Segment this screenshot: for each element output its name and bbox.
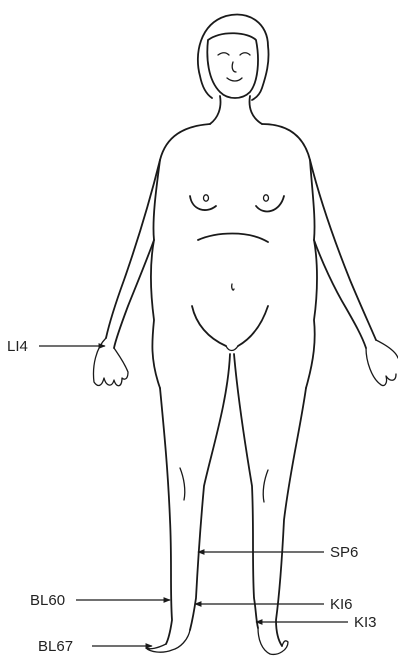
eyes — [218, 53, 250, 55]
mouth — [227, 78, 242, 81]
label-ki3: KI3 — [354, 614, 377, 631]
left-leg-inner — [190, 354, 230, 630]
groin — [226, 346, 238, 351]
right-leg-inner — [234, 354, 258, 628]
label-li4: LI4 — [7, 338, 28, 355]
label-bl60: BL60 — [30, 592, 65, 609]
right-knee — [263, 470, 268, 502]
acupoint-labels: LI4 SP6 BL60 KI6 KI3 BL67 — [7, 338, 377, 655]
left-knee — [180, 468, 185, 500]
right-nipple — [264, 195, 269, 201]
right-arm — [310, 160, 376, 348]
label-bl67: BL67 — [38, 638, 73, 655]
right-breast — [256, 196, 284, 211]
left-hand — [94, 338, 129, 386]
pelvis-right — [238, 306, 268, 346]
pelvis-left — [192, 306, 226, 346]
abdomen-line — [198, 234, 268, 243]
left-leg-outer — [160, 388, 172, 644]
left-nipple — [204, 195, 209, 201]
neck — [210, 96, 262, 124]
right-hand — [366, 340, 398, 386]
right-foot — [258, 628, 288, 654]
nose — [232, 62, 236, 72]
label-sp6: SP6 — [330, 544, 358, 561]
acupoint-callouts — [39, 346, 348, 646]
label-ki6: KI6 — [330, 596, 353, 613]
torso-right — [262, 124, 317, 388]
right-leg-outer — [276, 388, 306, 646]
navel — [232, 284, 234, 290]
